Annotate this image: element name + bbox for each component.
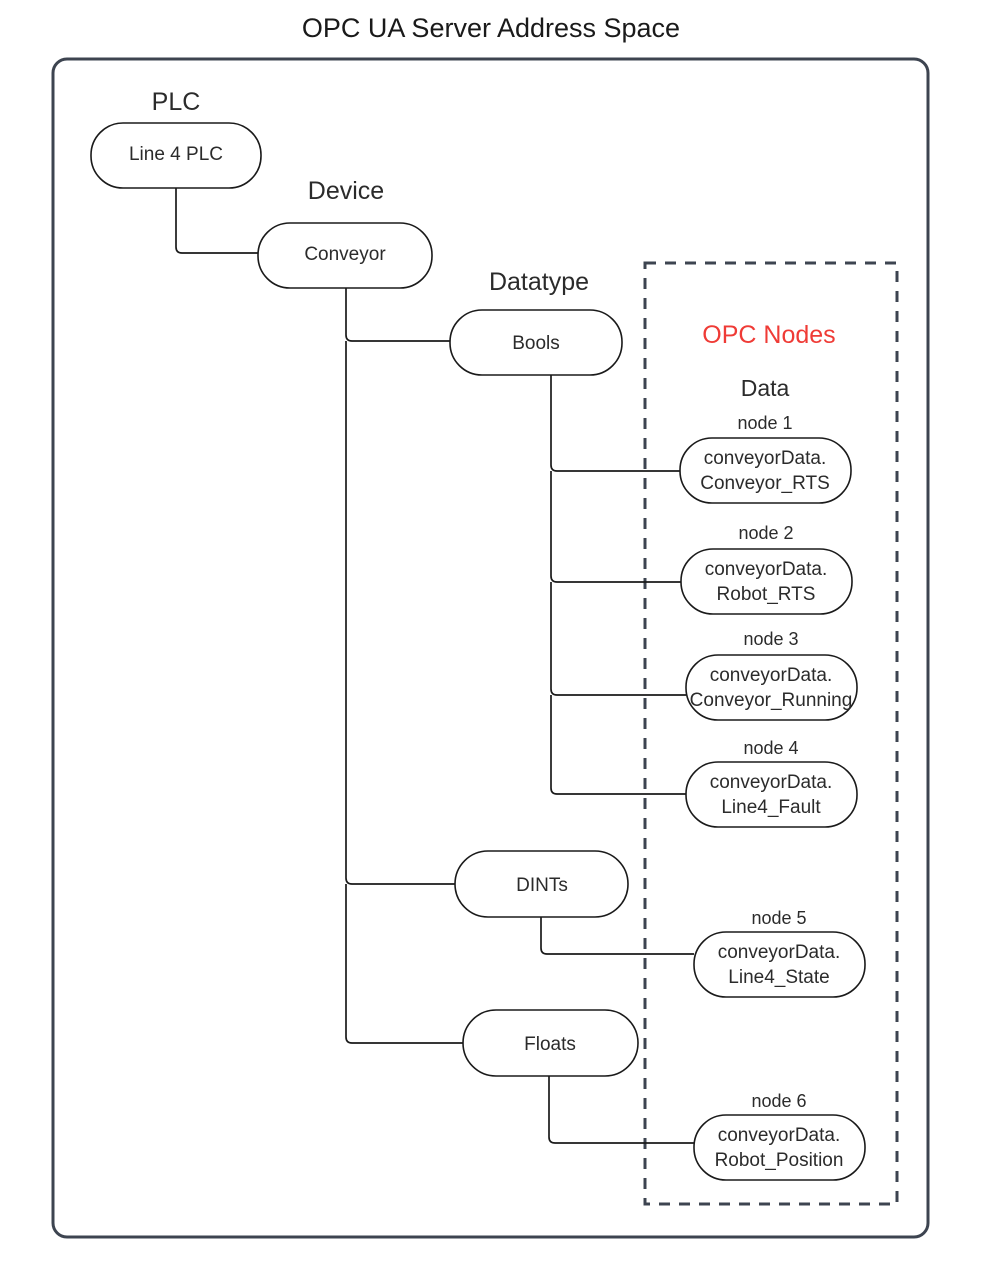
connector-dints-to-node5 (540, 917, 694, 955)
node-datatype-floats-label: Floats (524, 1034, 576, 1055)
opc-node-5-caption: node 5 (751, 908, 806, 928)
connector-bools-to-node2 (550, 471, 681, 583)
server-boundary-frame (51, 57, 930, 1239)
opc-node-5-line2: Line4_State (728, 967, 829, 988)
node-datatype-dints-shape (454, 850, 629, 918)
connector-bools-to-node3 (550, 582, 686, 696)
node-device-conveyor-shape (257, 222, 433, 289)
group-label-plc: PLC (152, 88, 201, 116)
node-plc[interactable]: Line 4 PLC (90, 122, 262, 189)
opc-node-5[interactable]: node 5 conveyorData. Line4_State (693, 908, 866, 998)
connector-conveyor-to-floats (345, 884, 463, 1044)
group-label-data: Data (741, 375, 790, 401)
connector-bools-to-node4 (550, 695, 686, 795)
connector-conveyor-to-bools (345, 288, 450, 342)
node-device-conveyor-label: Conveyor (304, 244, 386, 265)
opc-node-6-shape (693, 1114, 866, 1181)
opc-node-4-line1: conveyorData. (710, 772, 833, 793)
opc-nodes-boundary-frame (643, 261, 899, 1206)
opc-node-1-line2: Conveyor_RTS (700, 473, 830, 494)
connector-conveyor-to-dints (345, 341, 455, 885)
node-plc-shape (90, 122, 262, 189)
opc-node-3-line1: conveyorData. (710, 665, 833, 686)
connector-floats-to-node6 (548, 1076, 694, 1144)
opc-node-6-line2: Robot_Position (715, 1150, 844, 1171)
group-label-device: Device (308, 177, 384, 205)
opc-node-4-shape (685, 761, 858, 828)
opc-node-4[interactable]: node 4 conveyorData. Line4_Fault (685, 738, 858, 828)
opc-node-5-line1: conveyorData. (718, 942, 841, 963)
diagram-title: OPC UA Server Address Space (302, 13, 680, 43)
node-datatype-dints-label: DINTs (516, 875, 568, 896)
opc-node-4-line2: Line4_Fault (721, 797, 821, 818)
node-datatype-dints[interactable]: DINTs (454, 850, 629, 918)
opc-node-2[interactable]: node 2 conveyorData. Robot_RTS (680, 523, 853, 615)
node-datatype-bools[interactable]: Bools (449, 309, 623, 376)
opc-node-1[interactable]: node 1 conveyorData. Conveyor_RTS (679, 413, 852, 504)
node-datatype-floats-shape (462, 1009, 639, 1077)
opc-node-3-shape (685, 654, 858, 721)
group-label-opc-nodes: OPC Nodes (702, 321, 835, 349)
opc-node-1-shape (679, 437, 852, 504)
connector-plc-to-conveyor (175, 188, 258, 254)
opc-node-2-line1: conveyorData. (705, 559, 828, 580)
node-datatype-bools-shape (449, 309, 623, 376)
opc-node-2-caption: node 2 (738, 523, 793, 543)
node-plc-label: Line 4 PLC (129, 144, 223, 165)
opc-node-3-line2: Conveyor_Running (690, 690, 853, 711)
opc-node-2-line2: Robot_RTS (717, 584, 816, 605)
opc-node-5-shape (693, 931, 866, 998)
opc-node-6-line1: conveyorData. (718, 1125, 841, 1146)
opc-node-1-caption: node 1 (737, 413, 792, 433)
opc-node-6-caption: node 6 (751, 1091, 806, 1111)
opc-node-3[interactable]: node 3 conveyorData. Conveyor_Running (685, 629, 858, 721)
node-device-conveyor[interactable]: Conveyor (257, 222, 433, 289)
group-label-datatype: Datatype (489, 268, 589, 296)
opc-node-6[interactable]: node 6 conveyorData. Robot_Position (693, 1091, 866, 1181)
opc-node-2-shape (680, 548, 853, 615)
opc-node-1-line1: conveyorData. (704, 448, 827, 469)
node-datatype-floats[interactable]: Floats (462, 1009, 639, 1077)
opc-node-4-caption: node 4 (743, 738, 798, 758)
node-datatype-bools-label: Bools (512, 333, 560, 354)
connector-bools-to-node1 (550, 375, 680, 472)
opc-node-3-caption: node 3 (743, 629, 798, 649)
